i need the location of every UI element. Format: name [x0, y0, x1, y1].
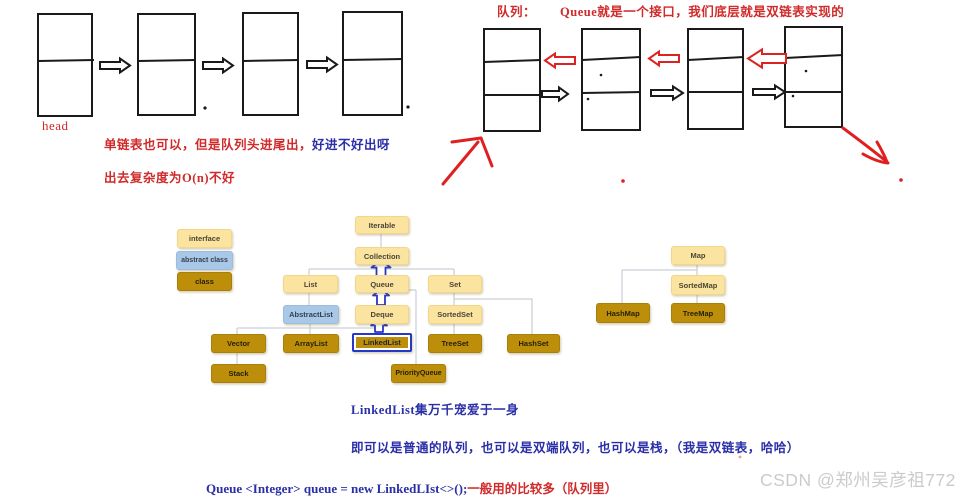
node-map: Map [671, 246, 725, 265]
node-vector: Vector [211, 334, 266, 353]
legend-abstract-class: abstract class [176, 251, 233, 270]
node-box [137, 13, 196, 116]
code-note-blue: Queue <Integer> queue = new LinkedLIst<>… [206, 481, 468, 496]
null-dots [203, 105, 410, 110]
next-pointer-arrows [99, 55, 339, 75]
singly-linked-list-drawing [37, 11, 404, 117]
csdn-watermark: CSDN @郑州吴彦祖772 [760, 470, 956, 490]
node-hashmap: HashMap [596, 303, 650, 323]
code-note-red: 一般用的比较多（队列里） [467, 482, 618, 496]
node-arraylist: ArrayList [283, 334, 339, 353]
small-dots [586, 69, 808, 101]
node-sortedmap: SortedMap [671, 275, 725, 295]
node-treeset: TreeSet [428, 334, 482, 353]
linkedlist-note-1: LinkedList集万千宠爱于一身 [351, 403, 520, 417]
node-set: Set [428, 275, 482, 293]
linkedlist-note-2: 即可以是普通的队列，也可以是双端队列，也可以是栈，（我是双链表，哈哈） [351, 441, 800, 455]
node-hashset: HashSet [507, 334, 560, 353]
node-box [483, 28, 541, 132]
node-box [37, 13, 93, 117]
node-treemap: TreeMap [671, 303, 725, 323]
singly-list-note-1: 单链表也可以，但是队列头进尾出，好进不好出呀 [104, 134, 390, 153]
node-sortedset: SortedSet [428, 305, 482, 324]
node-deque: Deque [355, 305, 409, 324]
node-box [784, 26, 843, 128]
legend-class: class [177, 272, 232, 291]
node-list: List [283, 275, 338, 293]
node-linkedlist-highlighted: LinkedList [352, 333, 412, 352]
node-box [687, 28, 744, 130]
doubly-linked-list-drawing [483, 26, 844, 132]
node-abstractlist: AbstractList [283, 305, 339, 324]
red-dots [621, 178, 903, 459]
singly-list-note-1-red: 单链表也可以，但是队列头进尾出， [104, 138, 313, 152]
singly-list-note-1-blue: 好进不好出呀 [312, 138, 391, 152]
next-pointer-arrows-doubly [541, 83, 787, 103]
queue-header: 队列： Queue就是一个接口，我们底层就是双链表实现的 [497, 1, 844, 20]
prev-pointer-arrows [543, 47, 787, 70]
queue-header-desc: Queue就是一个接口，我们底层就是双链表实现的 [560, 5, 845, 19]
singly-list-note-2: 出去复杂度为O(n)不好 [104, 171, 236, 185]
node-stack: Stack [211, 364, 266, 383]
node-box [581, 28, 641, 131]
node-queue: Queue [355, 275, 409, 293]
node-collection: Collection [355, 247, 409, 265]
node-iterable: Iterable [355, 216, 409, 234]
node-box [342, 11, 403, 116]
code-note: Queue <Integer> queue = new LinkedLIst<>… [206, 478, 617, 497]
node-priorityqueue: PriorityQueue [391, 364, 446, 383]
node-box [242, 12, 299, 116]
legend-interface: interface [177, 229, 232, 248]
head-pointer-label: head [42, 118, 69, 133]
queue-header-label: 队列： [497, 5, 537, 19]
hand-drawn-red-arrows [441, 126, 890, 186]
